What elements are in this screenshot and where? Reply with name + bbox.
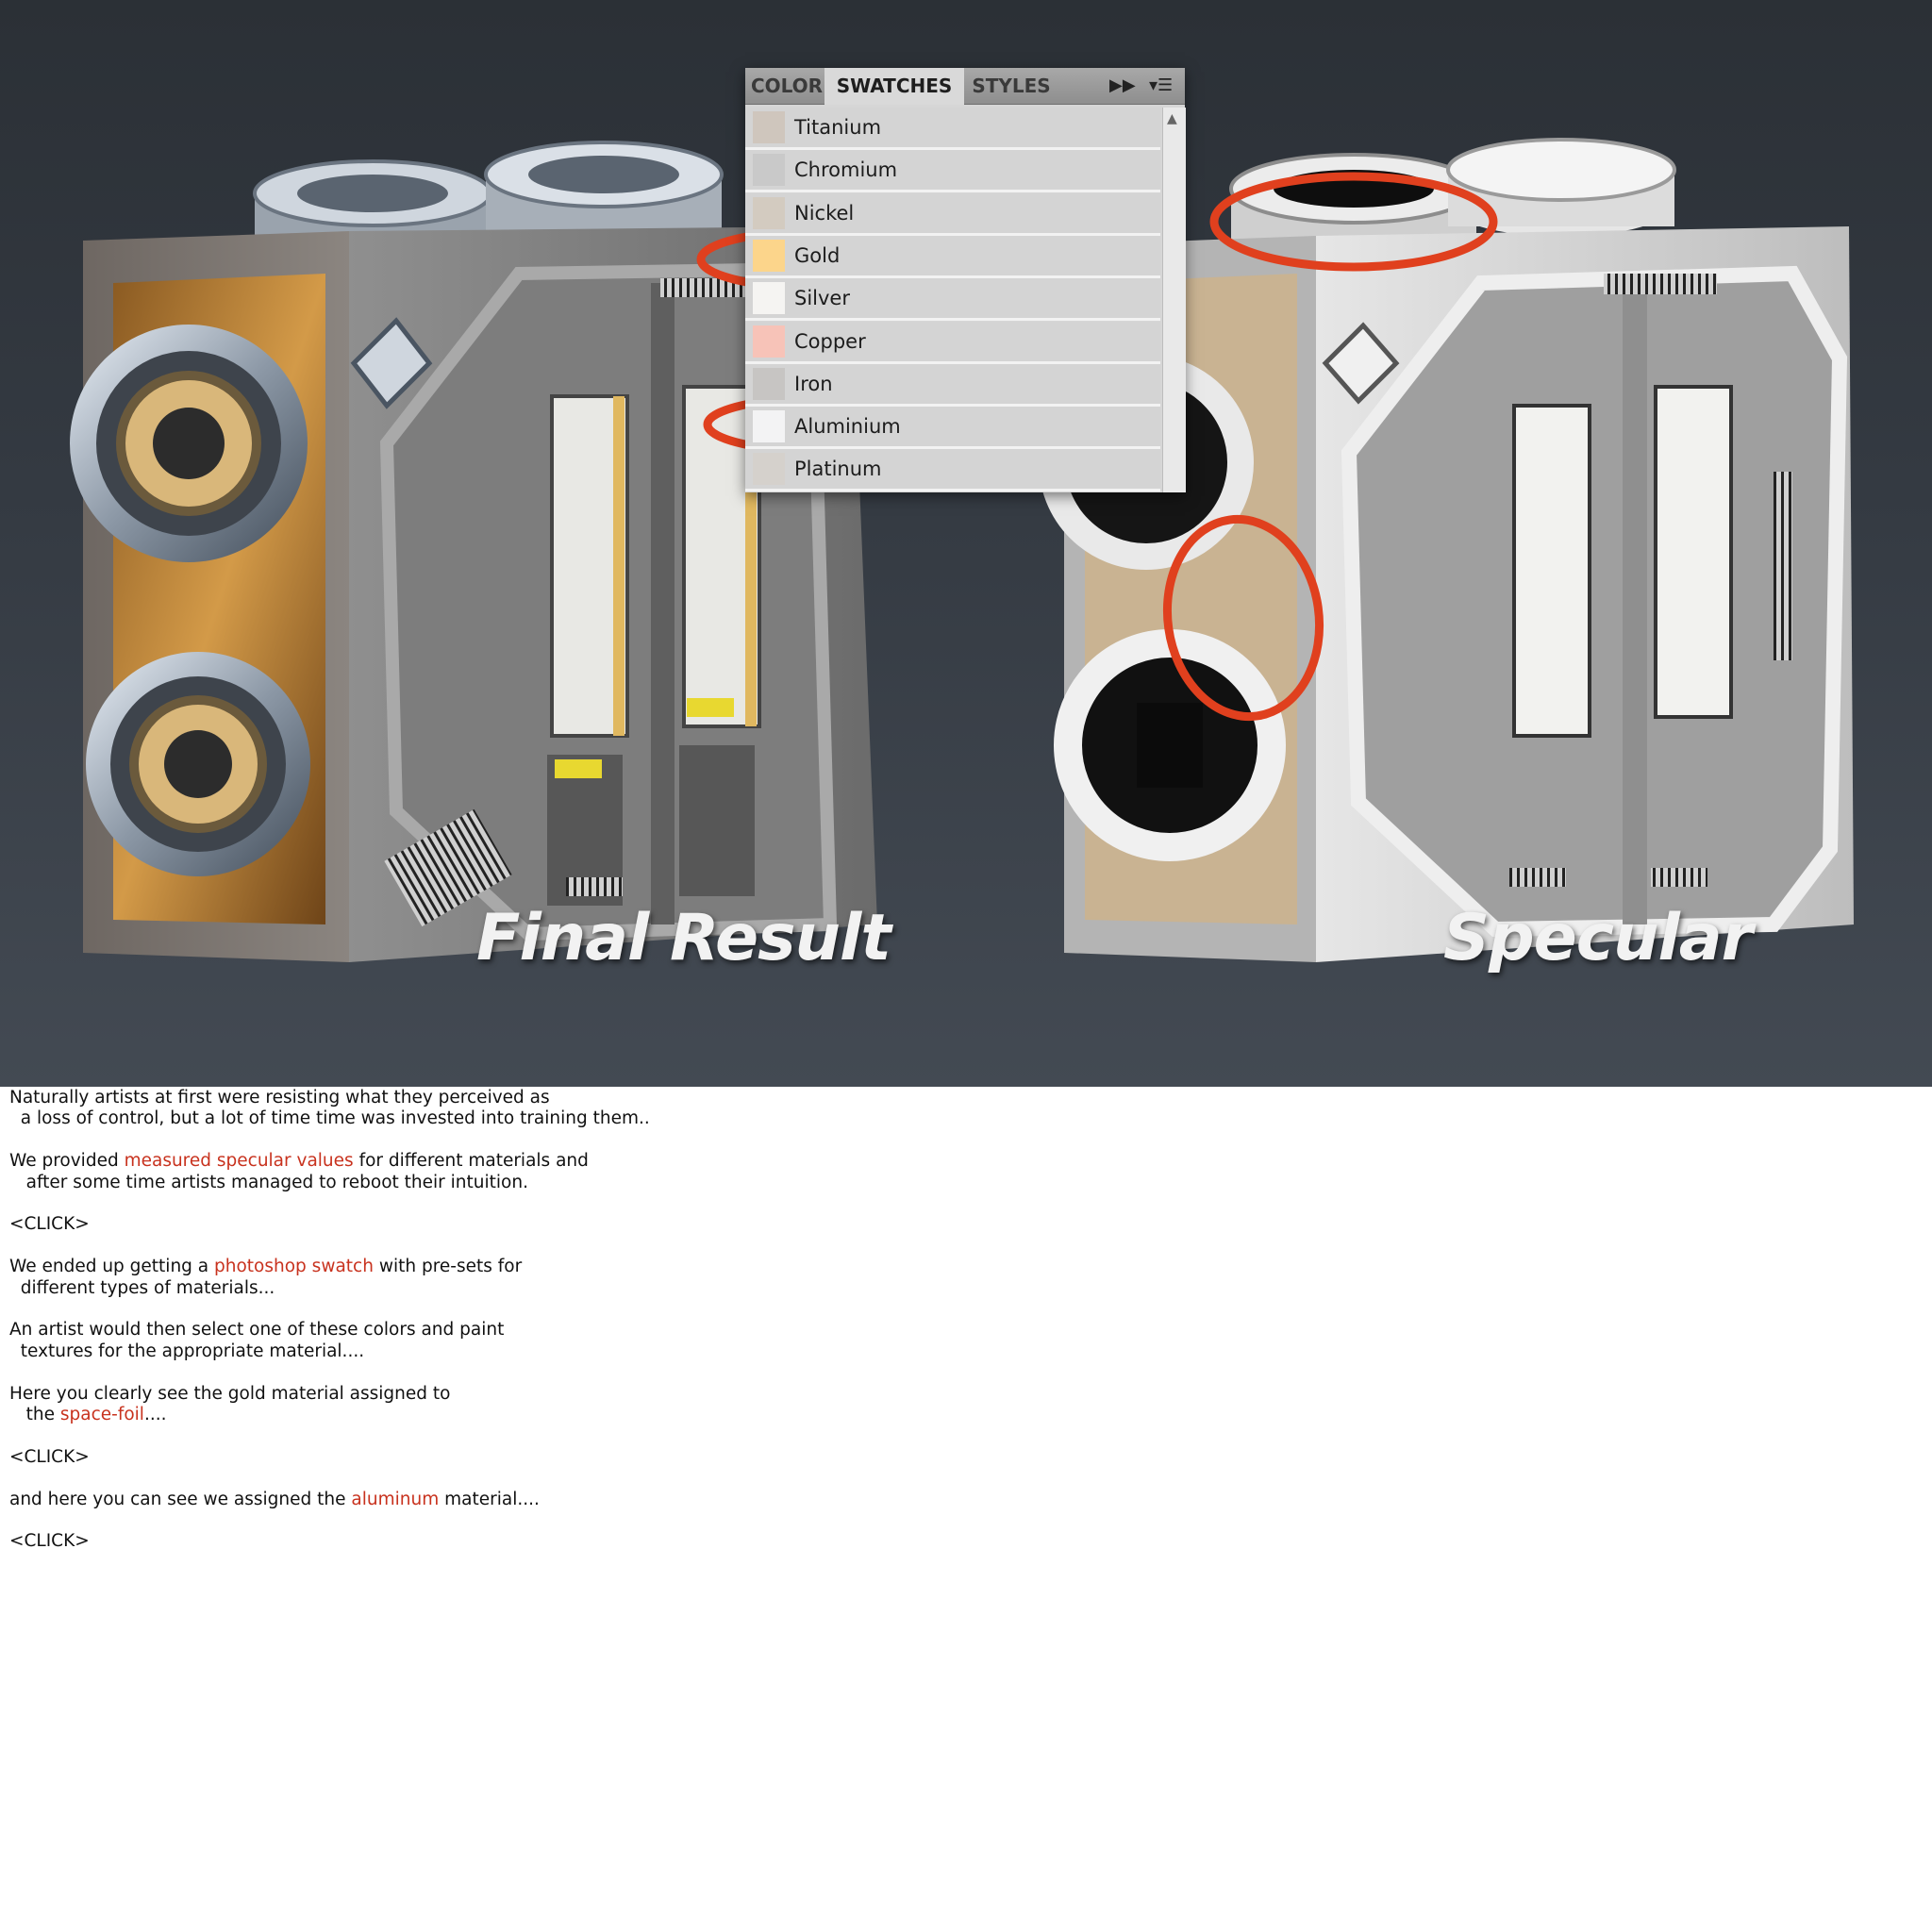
note-text: An artist would then select one of these… [9,1320,505,1341]
render-illustration [70,138,1854,962]
swatch-color-chip [753,367,785,400]
swatch-label: Nickel [794,201,855,225]
swatch-label: Silver [794,287,850,310]
note-text: and here you can see we assigned the [9,1489,352,1509]
note-click-3: <CLICK> [9,1531,953,1552]
note-text: <CLICK> [9,1531,90,1552]
note-paragraph-6: and here you can see we assigned the alu… [9,1490,953,1510]
note-text: Naturally artists at first were resistin… [9,1088,550,1108]
swatch-color-chip [753,282,785,315]
swatch-label: Copper [794,329,866,353]
note-click-1: <CLICK> [9,1214,953,1235]
swatch-item-silver[interactable]: Silver [745,278,1160,322]
note-text: with pre-sets for [373,1257,523,1277]
note-text: different types of materials... [9,1277,275,1298]
note-text: the [9,1405,60,1425]
note-highlight: space-foil [59,1405,144,1425]
tab-color[interactable]: COLOR [750,75,824,97]
note-text: textures for the appropriate material...… [9,1341,365,1361]
swatch-color-chip [753,410,785,443]
final-result-render [70,141,877,962]
note-text: .... [143,1405,167,1425]
note-text: <CLICK> [9,1214,90,1235]
swatch-list-scrollbar[interactable]: ▲ [1162,108,1186,492]
swatch-item-gold[interactable]: Gold [745,235,1160,278]
tab-swatches[interactable]: SWATCHES [824,68,964,105]
swatch-label: Aluminium [794,415,901,439]
swatch-item-platinum[interactable]: Platinum [745,449,1160,492]
note-text: a loss of control, but a lot of time tim… [9,1108,650,1129]
swatch-item-titanium[interactable]: Titanium [745,108,1160,150]
top-rim-highlight [1209,172,1498,272]
note-text: <CLICK> [9,1446,90,1467]
swatch-color-chip [753,239,785,272]
note-paragraph-3: We ended up getting a photoshop swatch w… [9,1257,953,1299]
swatch-label: Gold [794,243,841,267]
swatch-item-copper[interactable]: Copper [745,321,1160,364]
double-arrow-right-icon[interactable]: ▶▶ [1109,75,1136,95]
swatch-item-iron[interactable]: Iron [745,363,1160,407]
swatch-color-chip [753,325,785,358]
specular-render [1039,138,1854,962]
note-paragraph-5: Here you clearly see the gold material a… [9,1384,953,1426]
caption-final-result: Final Result [476,901,891,975]
note-highlight: aluminum [351,1489,440,1509]
note-text: after some time artists managed to reboo… [9,1172,528,1192]
note-text: for different materials and [353,1151,589,1172]
note-text: Here you clearly see the gold material a… [9,1383,451,1404]
swatch-label: Iron [794,372,833,395]
note-text: We ended up getting a [9,1257,215,1277]
note-paragraph-4: An artist would then select one of these… [9,1320,953,1362]
swatch-color-chip [753,196,785,229]
speaker-notes: Naturally artists at first were resistin… [9,1088,953,1574]
note-paragraph-2: We provided measured specular values for… [9,1151,953,1193]
swatch-color-chip [753,453,785,486]
swatch-color-chip [753,154,785,187]
caption-specular: Specular [1443,901,1753,975]
scroll-up-arrow-icon[interactable]: ▲ [1167,111,1177,126]
swatch-item-nickel[interactable]: Nickel [745,192,1160,236]
note-highlight: measured specular values [124,1151,354,1172]
panel-tab-bar: COLOR SWATCHES STYLES ▶▶ ▾☰ [745,68,1185,105]
note-text: We provided [9,1151,125,1172]
swatch-item-aluminium[interactable]: Aluminium [745,407,1160,450]
note-click-2: <CLICK> [9,1447,953,1468]
note-text: material.... [439,1489,540,1509]
tab-styles[interactable]: STYLES [972,75,1051,97]
swatch-item-chromium[interactable]: Chromium [745,150,1160,193]
panel-menu-icon[interactable]: ▾☰ [1149,75,1174,95]
swatch-label: Titanium [794,116,882,139]
swatch-color-chip [753,111,785,143]
note-paragraph-1: Naturally artists at first were resistin… [9,1088,953,1130]
swatch-label: Platinum [794,458,882,481]
swatch-label: Chromium [794,158,898,182]
foil-side-highlight [1162,514,1324,722]
note-highlight: photoshop swatch [214,1257,374,1277]
